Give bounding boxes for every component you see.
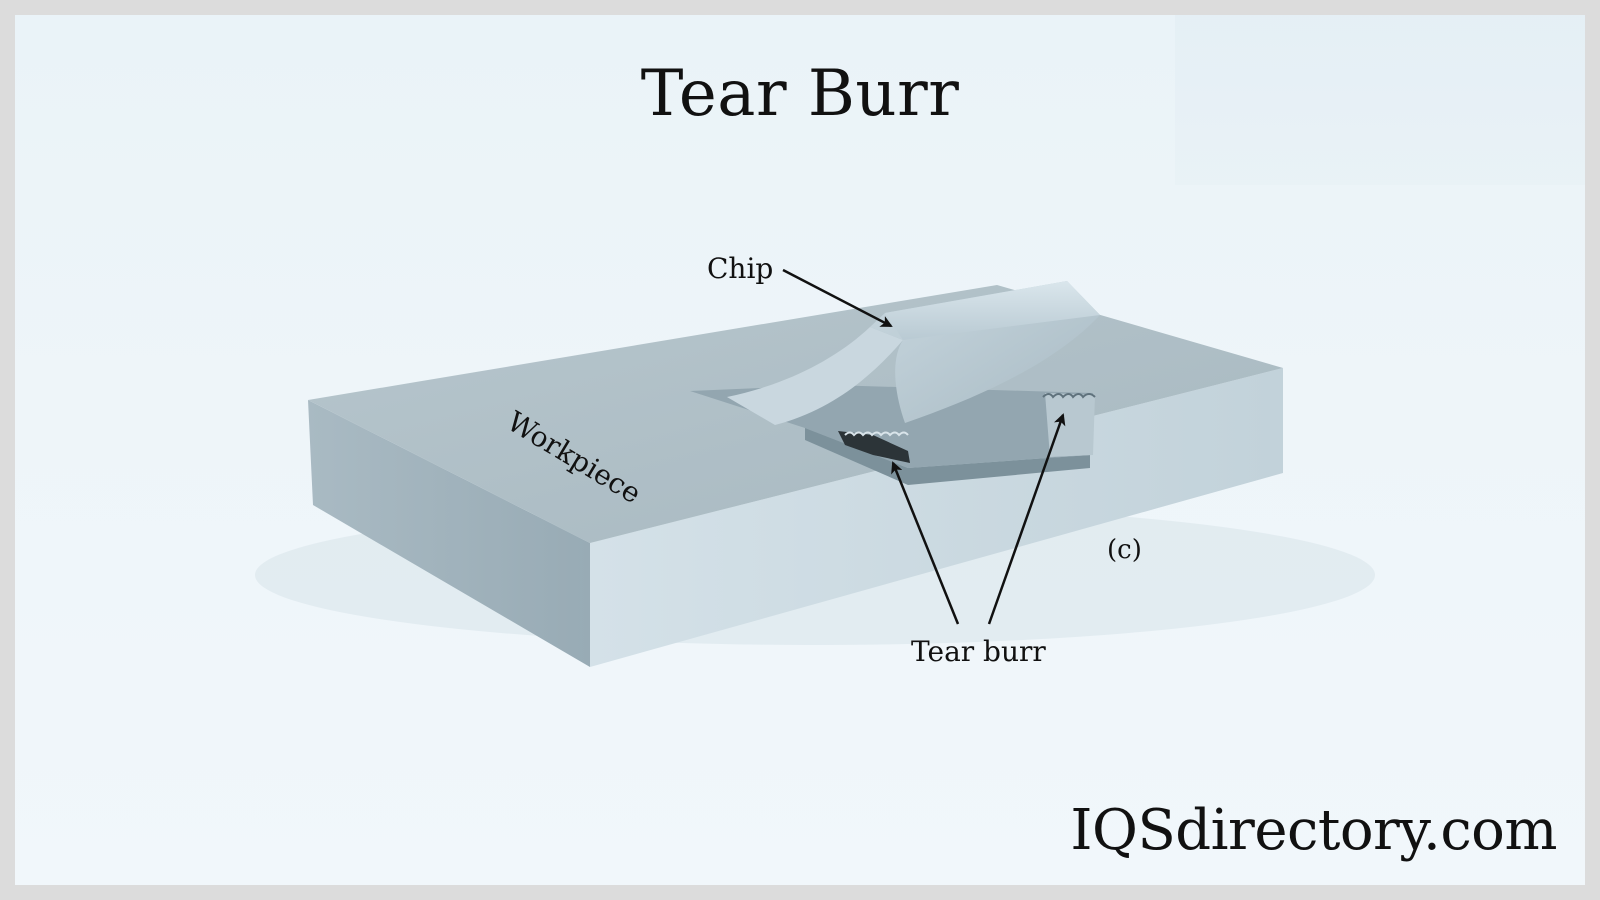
panel-label: (c) xyxy=(1107,535,1142,565)
burr-block xyxy=(1045,393,1095,457)
workpiece-front-face xyxy=(590,368,1283,667)
background-wall xyxy=(1175,15,1585,185)
workpiece-left-face xyxy=(308,400,590,667)
chip-arrow xyxy=(782,268,893,328)
left-tear-edge xyxy=(844,431,909,437)
tear-burr-illustration: Chip Workpiece (c) Tear burr xyxy=(255,252,1375,668)
tear-burr-label: Tear burr xyxy=(911,635,1046,668)
tear-burr-arrow-left xyxy=(891,461,960,625)
diagram-canvas: Tear Burr xyxy=(15,15,1585,885)
watermark-logo: IQSdirectory.com xyxy=(1070,798,1557,863)
torn-region xyxy=(838,431,910,463)
chip-top-face xyxy=(885,281,1100,340)
tear-burr-arrow-right xyxy=(987,413,1066,625)
groove-wall xyxy=(805,428,1090,485)
diagram-title: Tear Burr xyxy=(640,57,960,131)
chip-curl-underside xyxy=(727,327,903,425)
chip xyxy=(727,281,1100,425)
right-tear-edge xyxy=(1042,393,1096,399)
chip-label: Chip xyxy=(707,252,773,285)
annotation-arrows xyxy=(782,268,1066,625)
